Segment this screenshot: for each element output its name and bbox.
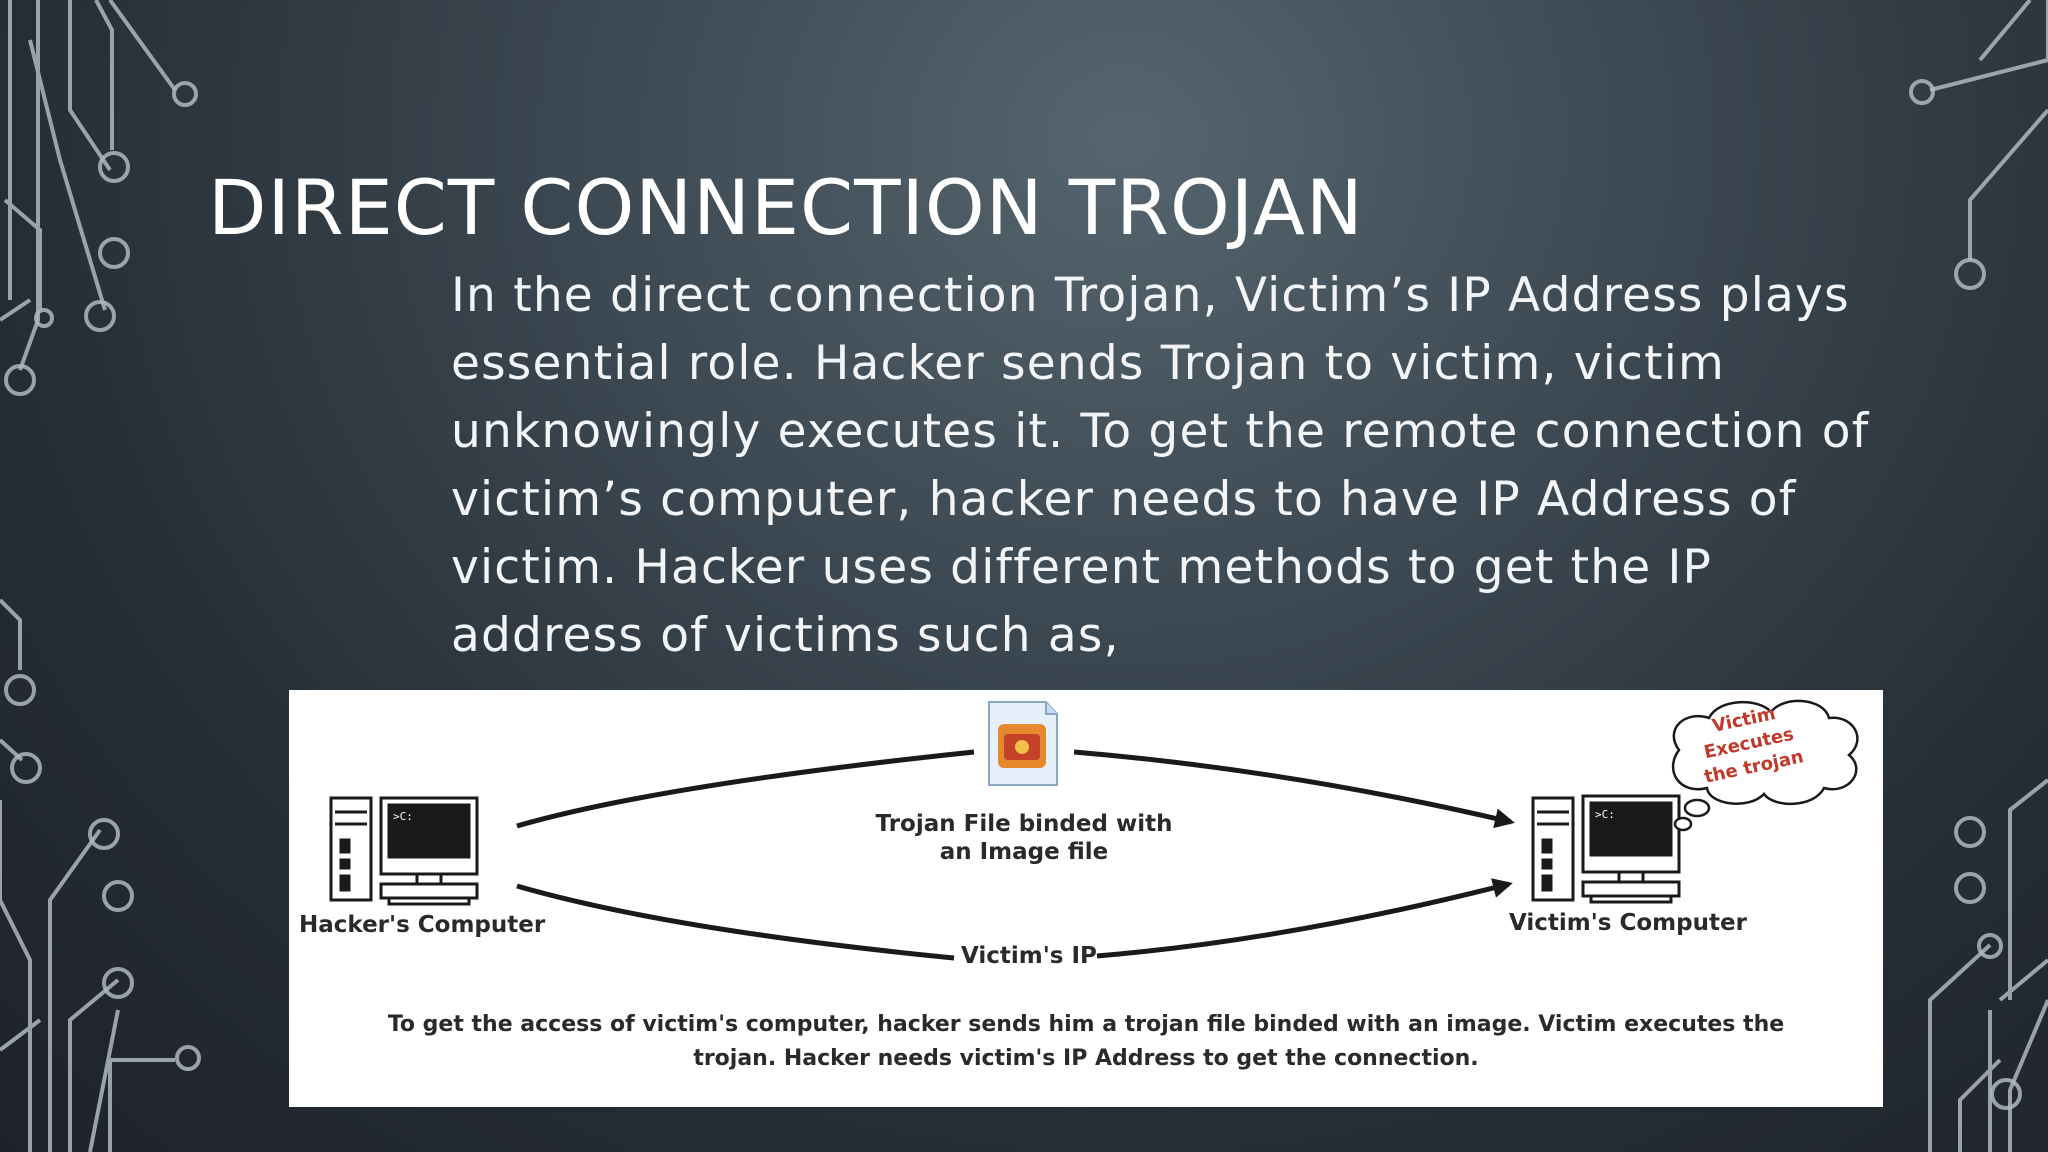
hacker-computer-icon (329, 796, 479, 906)
victim-screen-prompt: >C: (1595, 808, 1615, 821)
trojan-file-label-line1: Trojan File binded with (875, 811, 1173, 837)
send-trojan-arrow-2 (1073, 749, 1515, 829)
trojan-file-icon (988, 701, 1058, 786)
body-line: unknowingly executes it. To get the remo… (451, 404, 1870, 459)
body-line: essential role. Hacker sends Trojan to v… (451, 336, 1725, 391)
thought-cloud-icon (1671, 699, 1859, 832)
trojan-file-label-line2: an Image file (939, 839, 1109, 865)
slide-title: DIRECT CONNECTION TROJAN (208, 163, 1364, 252)
ip-arrow-right (1096, 878, 1513, 959)
trojan-diagram: >C: >C: Hacker's Computer Victim's Comput… (289, 690, 1883, 1107)
body-line: address of victims such as, (451, 608, 1120, 663)
victim-computer-icon (1531, 794, 1681, 904)
ip-arrow-left (516, 883, 955, 961)
caption-line2: trojan. Hacker needs victim's IP Address… (693, 1046, 1479, 1071)
victim-computer-label: Victim's Computer (1509, 910, 1747, 936)
hacker-screen-prompt: >C: (393, 810, 413, 823)
send-trojan-arrow (516, 749, 975, 829)
caption-line1: To get the access of victim's computer, … (387, 1012, 1785, 1037)
body-line: victim. Hacker uses different methods to… (451, 540, 1713, 595)
diagram-graphics: >C: >C: (329, 699, 1859, 961)
victim-ip-label: Victim's IP (961, 943, 1097, 969)
trojan-file-label: Trojan File binded with an Image file (874, 810, 1174, 866)
hacker-computer-label: Hacker's Computer (299, 912, 546, 938)
body-line: victim’s computer, hacker needs to have … (451, 472, 1797, 527)
diagram-caption: To get the access of victim's computer, … (349, 1008, 1823, 1076)
body-line: In the direct connection Trojan, Victim’… (451, 268, 1850, 323)
slide-body-text: In the direct connection Trojan, Victim’… (451, 262, 1931, 670)
